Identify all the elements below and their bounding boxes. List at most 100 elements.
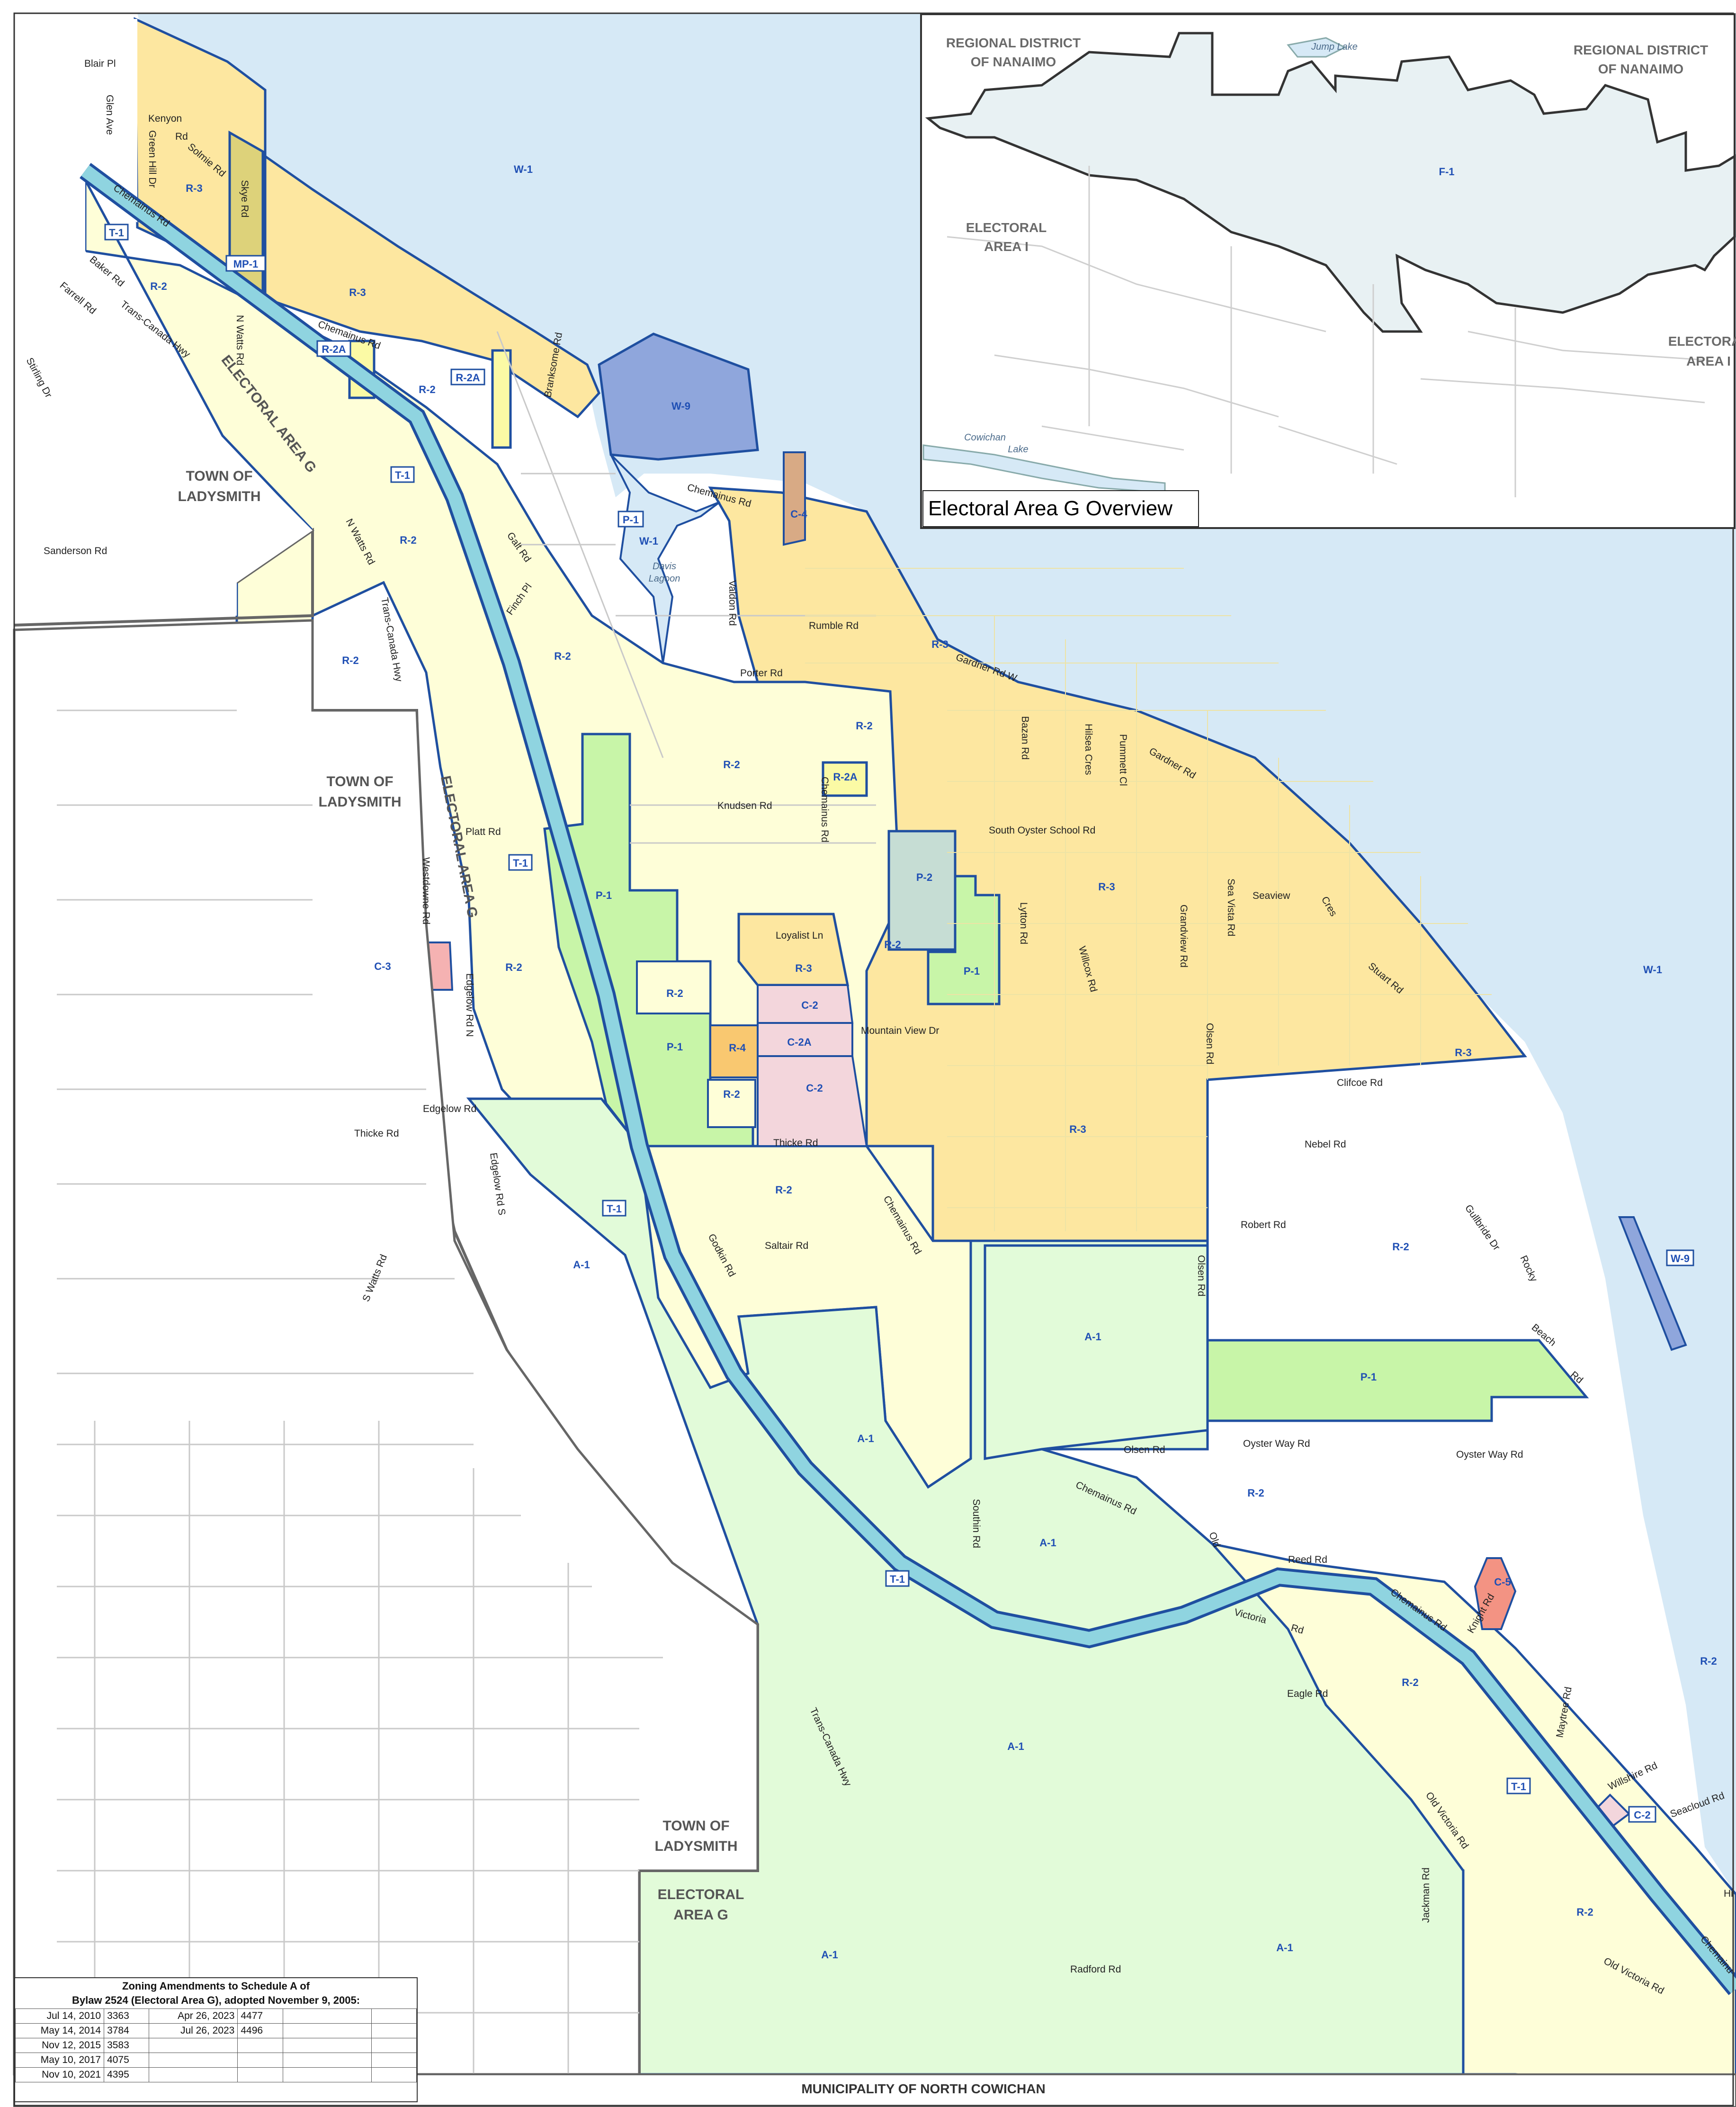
callout-t1-6: T-1 — [1506, 1777, 1531, 1794]
inset-eai-1b: AREA I — [984, 239, 1029, 254]
zone-r3-east — [708, 486, 1527, 1242]
zone-label-a1-4: A-1 — [1039, 1537, 1056, 1549]
road-kenyon: Kenyon — [148, 113, 182, 124]
road-edgelow: Edgelow Rd — [423, 1103, 476, 1114]
svg-text:MP-1: MP-1 — [233, 258, 259, 270]
road-sanderson: Sanderson Rd — [44, 546, 107, 556]
zone-label-r2-14: R-2 — [1247, 1487, 1264, 1499]
road-mountain-view: Mountain View Dr — [861, 1025, 939, 1036]
zone-label-r2a-3: R-2A — [833, 771, 857, 783]
road-bazan: Bazan Rd — [1020, 716, 1030, 760]
road-platt: Platt Rd — [465, 826, 501, 837]
road-valdon: Valdon Rd — [727, 580, 738, 626]
road-olsen-3: Olsen Rd — [1124, 1444, 1165, 1455]
road-skye: Skye Rd — [239, 180, 250, 217]
callout-t1-5: T-1 — [885, 1570, 910, 1587]
road-nwatts: N Watts Rd — [234, 315, 245, 366]
amendment-date: Apr 26, 2023 — [149, 2008, 238, 2024]
road-olsen: Olsen Rd — [1204, 1023, 1215, 1065]
callout-t1-1: T-1 — [104, 224, 129, 241]
zone-label-r3-6: R-3 — [1069, 1123, 1086, 1135]
road-oyster-way-2: Oyster Way Rd — [1456, 1449, 1523, 1460]
zone-p1-band — [1206, 1339, 1589, 1422]
zone-r3-north2 — [264, 154, 600, 419]
inset-jump-lake — [1287, 37, 1347, 58]
road-radford: Radford Rd — [1070, 1964, 1121, 1975]
zone-r4 — [709, 1024, 759, 1078]
inset-map: REGIONAL DISTRICT OF NANAIMO REGIONAL DI… — [920, 13, 1736, 529]
area-eag-b: AREA G — [673, 1907, 728, 1923]
road-robert: Robert Rd — [1241, 1219, 1286, 1230]
amendment-bylaw — [237, 2038, 283, 2053]
inset-cowichan-1: Cowichan — [964, 432, 1006, 443]
zone-label-r2-15: R-2 — [1402, 1677, 1418, 1688]
zone-label-a1-3: A-1 — [857, 1433, 874, 1444]
amendment-bylaw — [371, 2038, 417, 2053]
callout-mp1: MP-1 — [225, 255, 266, 272]
map-frame — [13, 12, 1734, 2107]
amendment-bylaw — [371, 2053, 417, 2068]
road-porter: Porter Rd — [740, 668, 783, 679]
zone-label-c2-2: C-2 — [806, 1082, 823, 1094]
road-knudsen: Knudsen Rd — [717, 800, 772, 811]
callout-w9: W-9 — [1666, 1249, 1694, 1266]
water-davis-2: Lagoon — [649, 574, 680, 584]
area-eag-a: ELECTORAL — [658, 1887, 744, 1902]
zone-label-c4: C-4 — [790, 508, 807, 520]
westside-white — [13, 619, 759, 2076]
road-hi: Hi — [1724, 1888, 1733, 1899]
amendment-date — [282, 2067, 372, 2082]
callout-r2a-1: R-2A — [316, 340, 351, 357]
amendment-date — [282, 2038, 372, 2053]
svg-text:W-9: W-9 — [1671, 1253, 1690, 1264]
svg-text:C-2: C-2 — [1634, 1809, 1650, 1821]
amendment-bylaw: 3363 — [104, 2008, 150, 2024]
amendments-title-2: Bylaw 2524 (Electoral Area G), adopted N… — [72, 1994, 360, 2006]
amendments-title-1: Zoning Amendments to Schedule A of — [122, 1980, 310, 1992]
amendment-date: Nov 10, 2021 — [15, 2067, 105, 2082]
amendment-bylaw — [371, 2023, 417, 2038]
zone-label-a1-6: A-1 — [821, 1949, 838, 1961]
zone-r2a-3 — [822, 761, 868, 797]
zone-label-r2-7: R-2 — [856, 720, 872, 732]
zone-label-r3-1: R-3 — [186, 182, 202, 194]
zone-label-r4: R-4 — [729, 1042, 746, 1054]
svg-text:R-2A: R-2A — [456, 372, 480, 384]
zone-c4 — [783, 451, 806, 546]
zone-label-a1-5: A-1 — [1007, 1740, 1024, 1752]
svg-text:T-1: T-1 — [607, 1203, 622, 1215]
zone-label-c2-1: C-2 — [801, 999, 818, 1011]
road-south-oyster: South Oyster School Rd — [989, 825, 1095, 836]
zone-label-w1-east: W-1 — [1643, 964, 1662, 976]
inset-roads — [947, 166, 1705, 497]
area-ladysmith-2a: TOWN OF — [326, 774, 393, 789]
zone-label-c5: C-5 — [1494, 1576, 1511, 1588]
svg-text:T-1: T-1 — [513, 857, 528, 869]
road-southin: Southin Rd — [971, 1499, 982, 1548]
road-nebel: Nebel Rd — [1305, 1139, 1346, 1150]
water-davis-1: Davis — [653, 561, 676, 572]
zone-label-r2-2: R-2 — [419, 384, 435, 395]
amendment-date — [282, 2023, 372, 2038]
zone-label-a1-2: A-1 — [1084, 1331, 1101, 1343]
zone-label-r3-3: R-3 — [931, 638, 948, 650]
inset-zone-f1: F-1 — [1439, 166, 1455, 178]
zone-label-r2-11: R-2 — [723, 1088, 740, 1100]
amendment-bylaw — [237, 2067, 283, 2082]
callout-t1-2: T-1 — [390, 466, 415, 483]
callout-t1-3: T-1 — [508, 854, 533, 871]
svg-text:T-1: T-1 — [395, 469, 410, 481]
callout-p1: P-1 — [617, 511, 644, 528]
zone-label-r2-16: R-2 — [1700, 1655, 1717, 1667]
amendment-date — [149, 2067, 238, 2082]
area-ladysmith-1a: TOWN OF — [186, 468, 252, 484]
inset-rdn-2a: REGIONAL DISTRICT — [1574, 43, 1708, 57]
road-sea-vista: Sea Vista Rd — [1226, 879, 1236, 936]
zone-label-r3-5: R-3 — [1455, 1047, 1471, 1058]
zone-label-r2-17: R-2 — [1576, 1906, 1593, 1918]
amendment-bylaw: 4075 — [104, 2053, 150, 2068]
road-grandview: Grandview Rd — [1178, 905, 1189, 968]
area-ladysmith-2b: LADYSMITH — [319, 794, 402, 810]
